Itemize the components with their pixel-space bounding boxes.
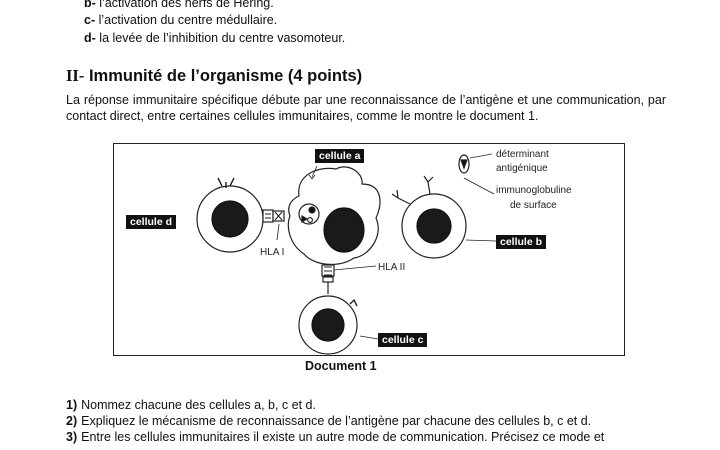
option-text: la levée de l’inhibition du centre vasom… bbox=[99, 31, 346, 45]
cell-d-tcr bbox=[262, 209, 274, 223]
section-number: II- bbox=[66, 66, 85, 85]
option-b: b- l’activation des nerfs de Hering. bbox=[84, 0, 274, 11]
cell-c-marker bbox=[349, 298, 358, 307]
cell-c-nucleus bbox=[311, 308, 345, 342]
label-determinant-2: antigénique bbox=[496, 163, 548, 174]
label-cellule-c: cellule c bbox=[378, 333, 428, 347]
question-1: 1)Nommez chacune des cellules a, b, c et… bbox=[66, 398, 316, 413]
question-3: 3)Entre les cellules immunitaires il exi… bbox=[66, 430, 604, 445]
cell-diagram bbox=[196, 153, 497, 355]
question-number: 1) bbox=[66, 398, 78, 412]
cell-b-pointer bbox=[465, 239, 497, 242]
question-number: 3) bbox=[66, 430, 78, 444]
question-number: 2) bbox=[66, 414, 78, 428]
option-letter: b- bbox=[84, 0, 96, 10]
option-d: d- la levée de l’inhibition du centre va… bbox=[84, 31, 345, 46]
cell-c-pointer bbox=[359, 335, 379, 340]
label-hla-i: HLA I bbox=[260, 247, 285, 258]
cell-a-nucleus bbox=[323, 207, 365, 253]
question-text: Expliquez le mécanisme de reconnaissance… bbox=[81, 414, 592, 428]
section-title: II- Immunité de l’organisme (4 points) bbox=[66, 66, 362, 86]
cell-b-antibody-1 bbox=[391, 189, 411, 205]
label-hla-ii: HLA II bbox=[378, 262, 406, 273]
question-2: 2)Expliquez le mécanisme de reconnaissan… bbox=[66, 414, 591, 429]
determinant-pointer bbox=[469, 153, 493, 159]
label-immuno-2: de surface bbox=[510, 200, 557, 211]
question-text: Nommez chacune des cellules a, b, c et d… bbox=[81, 398, 316, 412]
label-determinant-1: déterminant bbox=[496, 149, 549, 160]
intro-paragraph: La réponse immunitaire spécifique débute… bbox=[66, 93, 666, 123]
question-text: Entre les cellules immunitaires il exist… bbox=[81, 430, 605, 444]
option-text: l’activation du centre médullaire. bbox=[98, 13, 278, 27]
cell-a-pointer bbox=[311, 165, 318, 178]
immunoglobulin-pointer bbox=[463, 177, 495, 195]
cell-d-receptor bbox=[217, 177, 235, 188]
cell-b-nucleus bbox=[416, 208, 452, 244]
document-figure: cellule a cellule b cellule c cellule d … bbox=[113, 143, 625, 356]
label-cellule-a: cellule a bbox=[315, 149, 365, 163]
option-letter: d- bbox=[84, 31, 96, 45]
hla-ii-pointer bbox=[333, 265, 377, 271]
hla-i-pointer bbox=[276, 223, 280, 241]
section-heading: Immunité de l’organisme (4 points) bbox=[88, 67, 363, 85]
label-immuno-1: immunoglobuline bbox=[496, 185, 572, 196]
option-letter: c- bbox=[84, 13, 96, 27]
option-text: l’activation des nerfs de Hering. bbox=[99, 0, 274, 10]
option-c: c- l’activation du centre médullaire. bbox=[84, 13, 277, 28]
cell-d-nucleus bbox=[211, 200, 249, 238]
label-cellule-d: cellule d bbox=[126, 215, 177, 229]
cell-b-antibody-2 bbox=[423, 175, 434, 195]
label-cellule-b: cellule b bbox=[496, 235, 547, 249]
figure-caption: Document 1 bbox=[305, 359, 377, 373]
